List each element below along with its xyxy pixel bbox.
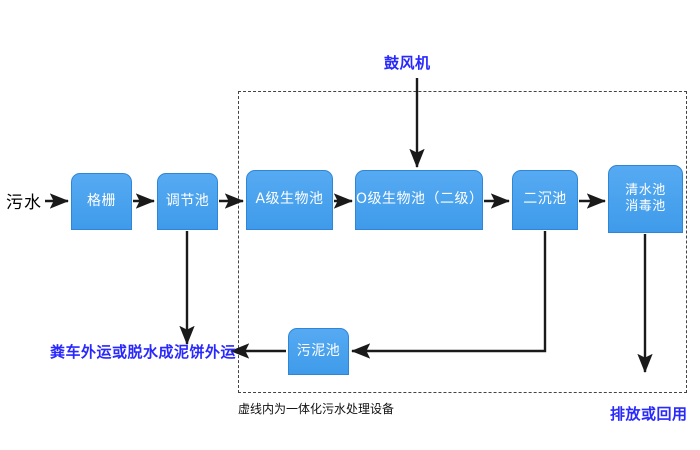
node-regulate-label: 调节池 [165,192,210,209]
inlet-label: 污水 [6,193,42,213]
node-sludge-label: 污泥池 [296,342,341,359]
node-bio_o-label: O级生物池（二级） [356,191,484,208]
node-sludge[interactable]: 污泥池 [288,328,349,375]
effluent-reuse-label: 排放或回用 [610,405,688,423]
equipment-caption: 虚线内为一体化污水处理设备 [238,402,395,416]
node-clear-label-line1: 清水池 [625,182,666,198]
node-grille-label: 格栅 [87,192,116,209]
node-clear[interactable]: 清水池消毒池 [608,165,683,233]
edge-settler-to-sludge [351,231,547,359]
node-bio_a-label: A级生物池 [255,191,324,208]
node-bio_a[interactable]: A级生物池 [246,170,333,230]
node-grille[interactable]: 格栅 [71,173,132,230]
node-clear-label: 清水池消毒池 [625,183,666,216]
node-bio_o[interactable]: O级生物池（二级） [355,170,483,230]
node-settler[interactable]: 二沉池 [512,170,578,230]
sludge-disposal-label: 粪车外运或脱水成泥饼外运 [50,343,237,361]
node-regulate[interactable]: 调节池 [157,173,218,230]
node-clear-label-line2: 消毒池 [625,199,666,214]
blower-label: 鼓风机 [384,54,431,72]
node-settler-label: 二沉池 [523,191,567,208]
